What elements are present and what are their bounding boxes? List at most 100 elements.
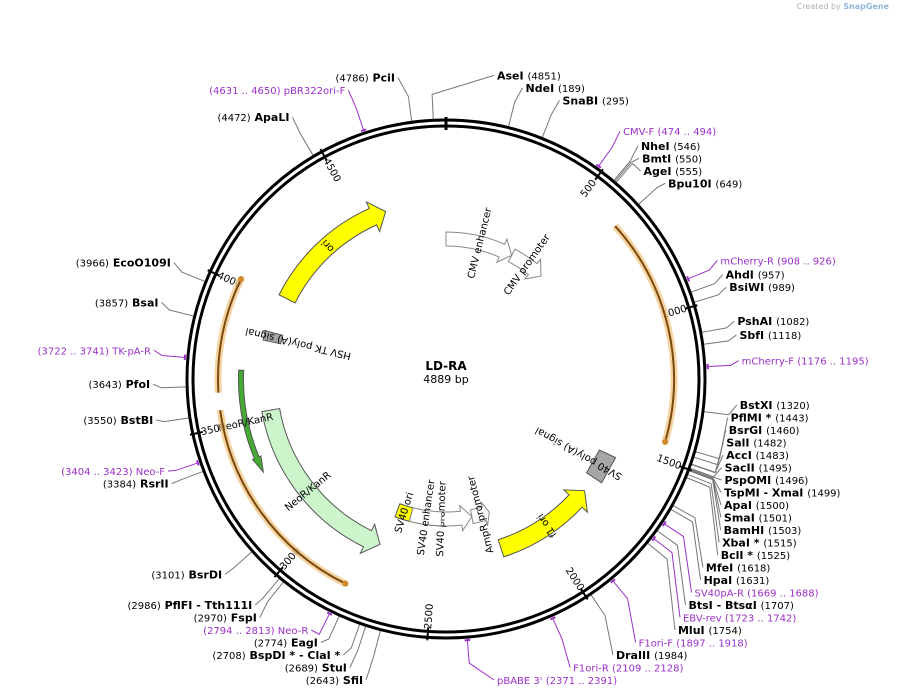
feature-label: CMV promoter [502,232,553,298]
primer-position: (2109 .. 2128) [612,664,684,675]
enzyme-callout [690,454,724,474]
enzyme-label: XbaI * (1515) [722,537,797,550]
primer-position: (3404 .. 3423) [61,467,133,478]
primer-callout [552,618,571,668]
enzyme-label: (2689) StuI [285,662,347,675]
enzyme-position: (3966) [76,258,109,269]
enzyme-callout [152,383,188,389]
enzyme-position: (1495) [759,464,792,475]
enzyme-name: AseI [497,69,524,82]
primer-site [661,521,667,527]
enzyme-label: (3857) BsaI [95,296,159,309]
enzyme-name: StuI [322,662,347,675]
enzyme-callout [161,302,195,317]
primer-name: F1ori-R [573,664,609,675]
primer-label: F1ori-R (2109 .. 2128) [573,664,683,675]
enzyme-callout [702,334,737,345]
enzyme-position: (2774) [254,639,287,650]
enzyme-callout [173,262,207,283]
enzyme-position: (189) [558,84,585,95]
primer-name: mCherry-R [720,256,774,267]
primer-label: (3404 .. 3423) Neo-F [61,467,165,478]
primer-site [595,163,602,169]
enzyme-label: BamHI (1503) [724,524,802,537]
enzyme-callout [292,116,315,157]
orf-arrowhead [662,438,669,445]
enzyme-callout [590,593,614,656]
enzyme-name: BamHI [724,524,765,537]
enzyme-callout [646,542,676,631]
enzyme-name: BsrDI [188,568,222,581]
enzyme-label: (2774) EagI [254,637,318,650]
primer-callout [466,640,495,681]
enzyme-position: (4472) [217,113,250,124]
primer-name: Neo-R [278,626,309,637]
primer-label: mCherry-R (908 .. 926) [720,256,836,267]
enzyme-name: AhdI [726,269,754,282]
enzyme-position: (1984) [654,651,687,662]
enzyme-name: PspOMI [725,474,772,487]
callout-lines [152,74,739,681]
enzyme-callout [612,145,639,182]
enzyme-callout [397,77,413,123]
enzyme-position: (649) [715,179,742,190]
enzyme-label: (3966) EcoO109I [76,256,171,269]
cmv-promoter-arrow [507,248,542,280]
enzyme-name: SfiI [343,674,363,687]
primer-name: EBV-rev [683,614,722,625]
enzyme-name: RsrII [140,478,169,491]
primer-site [360,128,367,133]
enzyme-callout [693,286,727,303]
enzyme-name: BsaI [132,296,158,309]
scale-tick [207,269,220,277]
enzyme-callout [637,182,666,206]
enzyme-label: (4786) PciI [335,72,395,85]
primer-label: (3722 .. 3741) TK-pA-R [38,346,151,357]
primer-callout [167,462,198,472]
snapgene-logo: SnapGene [843,2,889,11]
enzyme-position: (2986) [127,601,160,612]
primer-label: mCherry-F (1176 .. 1195) [742,357,869,368]
primer-position: (1723 .. 1742) [725,614,797,625]
enzyme-callout [342,623,361,656]
primer-callout [664,523,692,593]
enzyme-name: SalI [726,437,749,450]
enzyme-name: BtsI - BtsαI [688,599,756,612]
enzyme-callout [320,614,341,643]
cmv-enhancer-arrow [445,231,513,264]
scale-tick [426,627,430,641]
enzyme-position: (1631) [736,576,769,587]
enzyme-label: BstXI (1320) [740,399,810,412]
primer-label: EBV-rev (1723 .. 1742) [683,614,796,625]
enzyme-name: HpaI [704,574,733,587]
enzyme-position: (1707) [761,601,794,612]
scale-tick [579,587,589,600]
primer-name: mCherry-F [742,357,795,368]
neor-kanr-arrow [261,407,381,555]
primer-callout [707,360,739,367]
enzyme-name: AgeI [643,165,671,178]
enzyme-name: Bpu10I [668,177,712,190]
enzyme-label: (3550) BstBI [83,414,153,427]
enzyme-callout [700,320,735,334]
enzyme-position: (2643) [306,676,339,687]
scale-tick [594,168,604,181]
enzyme-name: AccI [726,449,752,462]
enzyme-label: BmtI (550) [642,152,702,165]
feature-label: AmpR promoter [466,474,497,555]
enzyme-label: BsiWI (989) [729,281,795,294]
sv40-ori-arrow [394,503,414,522]
f1-ori-arrow [497,489,589,558]
site-labels: AseI (4851)NdeI (189)SnaBI (295)CMV-F (4… [38,69,869,687]
enzyme-label: MfeI (1618) [706,562,770,575]
enzyme-position: (1482) [753,439,786,450]
enzyme-name: SbfI [739,329,764,342]
enzyme-callout [686,473,720,543]
enzyme-name: BsiWI [729,281,764,294]
enzyme-position: (295) [602,96,629,107]
enzyme-position: (1501) [759,514,792,525]
enzyme-callout [254,577,281,606]
enzyme-callout [259,580,285,618]
enzyme-label: (2708) BspDI * - ClaI * [212,649,340,662]
